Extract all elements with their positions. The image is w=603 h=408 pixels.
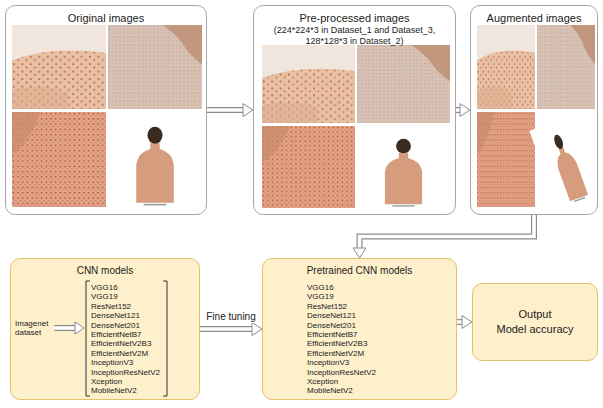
image-stage-box: Pre-processed images(224*224*3 in Datase…	[253, 5, 456, 215]
arrow-fill	[457, 320, 462, 324]
model-name: EfficientNetV2B3	[307, 339, 376, 348]
arrow-head	[252, 323, 262, 336]
model-name: InceptionResNetV2	[91, 368, 160, 377]
imagenet-arrow	[54, 322, 84, 334]
hollow-arrow	[456, 104, 470, 117]
edge-label: Fine tuning	[204, 311, 257, 323]
model-box: CNN modelsImagenet dataset VGG16VGG19ResN…	[10, 258, 200, 400]
right-bracket	[163, 281, 167, 396]
model-name: VGG16	[307, 283, 376, 292]
model-name: InceptionResNetV2	[307, 368, 376, 377]
arrow-head	[243, 104, 253, 117]
model-name: Xception	[91, 377, 160, 386]
hollow-arrow	[353, 215, 534, 258]
arrow-fill	[456, 108, 460, 112]
source-note: Imagenet dataset	[15, 319, 55, 338]
model-name: DenseNet121	[307, 311, 376, 320]
model-name: DenseNet121	[91, 311, 160, 320]
box-title: Original images	[6, 12, 206, 25]
image-stage-box: Original images	[5, 5, 207, 215]
box-title: Augmented images	[471, 12, 597, 25]
model-name: EfficientNetV2M	[91, 349, 160, 358]
edge-label-text: Fine tuning	[204, 311, 257, 323]
model-name: MobileNetV2	[91, 386, 160, 395]
output-box: OutputModel accuracy	[472, 283, 598, 361]
box-title: Pre-processed images	[254, 12, 455, 25]
arrow-head	[353, 248, 366, 258]
model-name: EfficientNetV2M	[307, 349, 376, 358]
arrow-outline	[457, 319, 462, 325]
model-name: EfficientNetV2B3	[91, 339, 160, 348]
model-name: MobileNetV2	[307, 386, 376, 395]
model-name: Xception	[307, 377, 376, 386]
preprocessed-photos	[262, 45, 450, 208]
box-text: (224*224*3 in Dataset_1 and Dataset_3, 1…	[254, 25, 455, 47]
dataset-label: Imagenet dataset	[15, 319, 55, 338]
original-photos	[12, 25, 202, 207]
arrow-fill	[207, 108, 243, 112]
model-name: ResNet152	[91, 302, 160, 311]
box-title: Output	[514, 307, 555, 322]
model-name: EfficientNetB7	[307, 330, 376, 339]
hollow-arrow	[207, 104, 253, 117]
model-name: EfficientNetB7	[91, 330, 160, 339]
box-title: CNN models	[11, 265, 199, 277]
arrow-head	[462, 316, 472, 329]
arrow-fill	[200, 327, 252, 331]
hollow-arrow	[200, 323, 262, 336]
box-title: Pretrained CNN models	[263, 265, 456, 277]
left-bracket	[86, 281, 90, 396]
model-name: VGG19	[91, 292, 160, 301]
arrow-outline	[456, 107, 460, 113]
hollow-arrow	[457, 316, 472, 329]
model-name: VGG19	[307, 292, 376, 301]
model-name: InceptionV3	[91, 358, 160, 367]
image-stage-box: Augmented images	[470, 5, 598, 215]
arrow-fill	[360, 215, 535, 248]
model-list: VGG16VGG19ResNet152DenseNet121DenseNet20…	[91, 283, 160, 396]
model-list: VGG16VGG19ResNet152DenseNet121DenseNet20…	[307, 283, 376, 396]
model-name: DenseNet201	[91, 321, 160, 330]
arrow-outline	[200, 326, 252, 332]
augmented-photos	[477, 25, 603, 210]
model-name: VGG16	[91, 283, 160, 292]
box-text: Model accuracy	[492, 322, 577, 337]
model-name: DenseNet201	[307, 321, 376, 330]
model-name: InceptionV3	[307, 358, 376, 367]
arrow-head	[460, 104, 470, 117]
model-name: ResNet152	[307, 302, 376, 311]
arrow-outline	[207, 107, 243, 113]
arrow-outline	[360, 215, 535, 248]
model-box: Pretrained CNN modelsVGG16VGG19ResNet152…	[262, 258, 457, 400]
